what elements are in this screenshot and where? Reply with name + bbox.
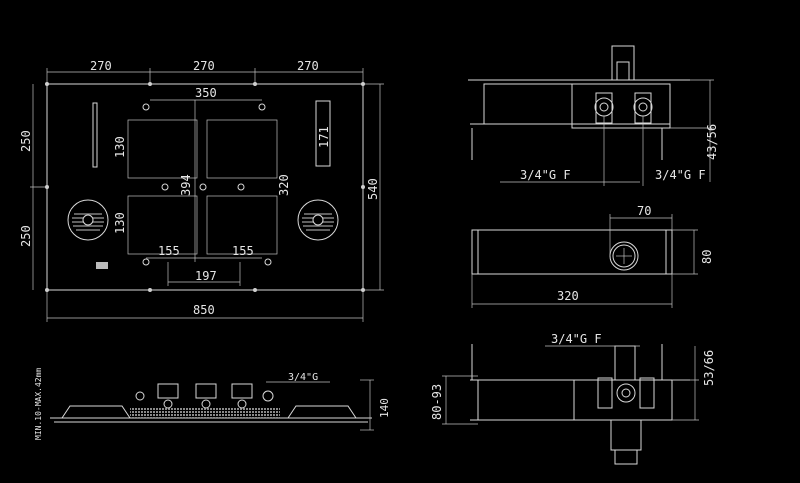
dim-height-upper: 250 [19,130,33,152]
dim-top-left: 270 [90,59,112,73]
dim-front-wall: 80-93 [430,384,444,420]
dim-top-mid: 270 [193,59,215,73]
left-slot [92,102,98,168]
dim-bottom-right: 155 [232,244,254,258]
dim-top-right: 270 [297,59,319,73]
round-nozzle-left [67,199,109,241]
dim-side-thread-right: 3/4"G F [655,168,706,182]
round-nozzle-right [297,199,339,241]
pipe-assembly [130,408,280,418]
logo [96,262,108,269]
front-section: 3/4"G F 53/66 80-93 [430,332,716,465]
dim-bottom-thread: 3/4"G [288,372,318,383]
outlet-pipe [610,419,642,451]
nozzle-panel-bottom-right [206,195,278,255]
note-min-max: MIN.10-MAX.42mm [34,368,43,440]
dim-panel-height-lower: 130 [113,212,127,234]
dim-side-thread-left: 3/4"G F [520,168,571,182]
side-view: 43/56 3/4"G F 3/4"G F [468,45,719,186]
dim-front-thread: 3/4"G F [551,332,602,346]
dim-center-height: 394 [179,174,193,196]
top-housing [471,229,673,275]
dim-total-width: 850 [193,303,215,317]
dim-inner-width: 350 [195,86,217,100]
dim-total-height: 540 [366,178,380,200]
dim-inner-height: 320 [277,174,291,196]
section-housing [477,379,575,421]
dim-side-depth: 43/56 [705,124,719,160]
bottom-side-view: 3/4"G 140 MIN.10-MAX.42mm [34,368,391,440]
valve-stem [611,45,635,81]
dim-top-width: 320 [557,289,579,303]
dim-bottom-depth: 140 [378,398,391,418]
dim-height-lower: 250 [19,225,33,247]
dim-bottom-left: 155 [158,244,180,258]
right-slot [315,100,331,167]
nozzle-panel-top-right [206,119,278,179]
nozzle-panel-bottom-left [127,195,198,255]
front-view: 270 270 270 350 250 250 540 850 [19,59,384,322]
top-view: 70 80 320 [471,204,714,308]
dim-top-knob: 70 [637,204,651,218]
nozzle-panel-top-left [127,119,198,179]
dim-slot-length: 171 [317,126,331,148]
dim-top-height: 80 [700,250,714,264]
side-housing [483,83,573,125]
dim-panel-height: 130 [113,136,127,158]
dim-bottom-mid: 197 [195,269,217,283]
dim-front-depth: 53/66 [702,350,716,386]
